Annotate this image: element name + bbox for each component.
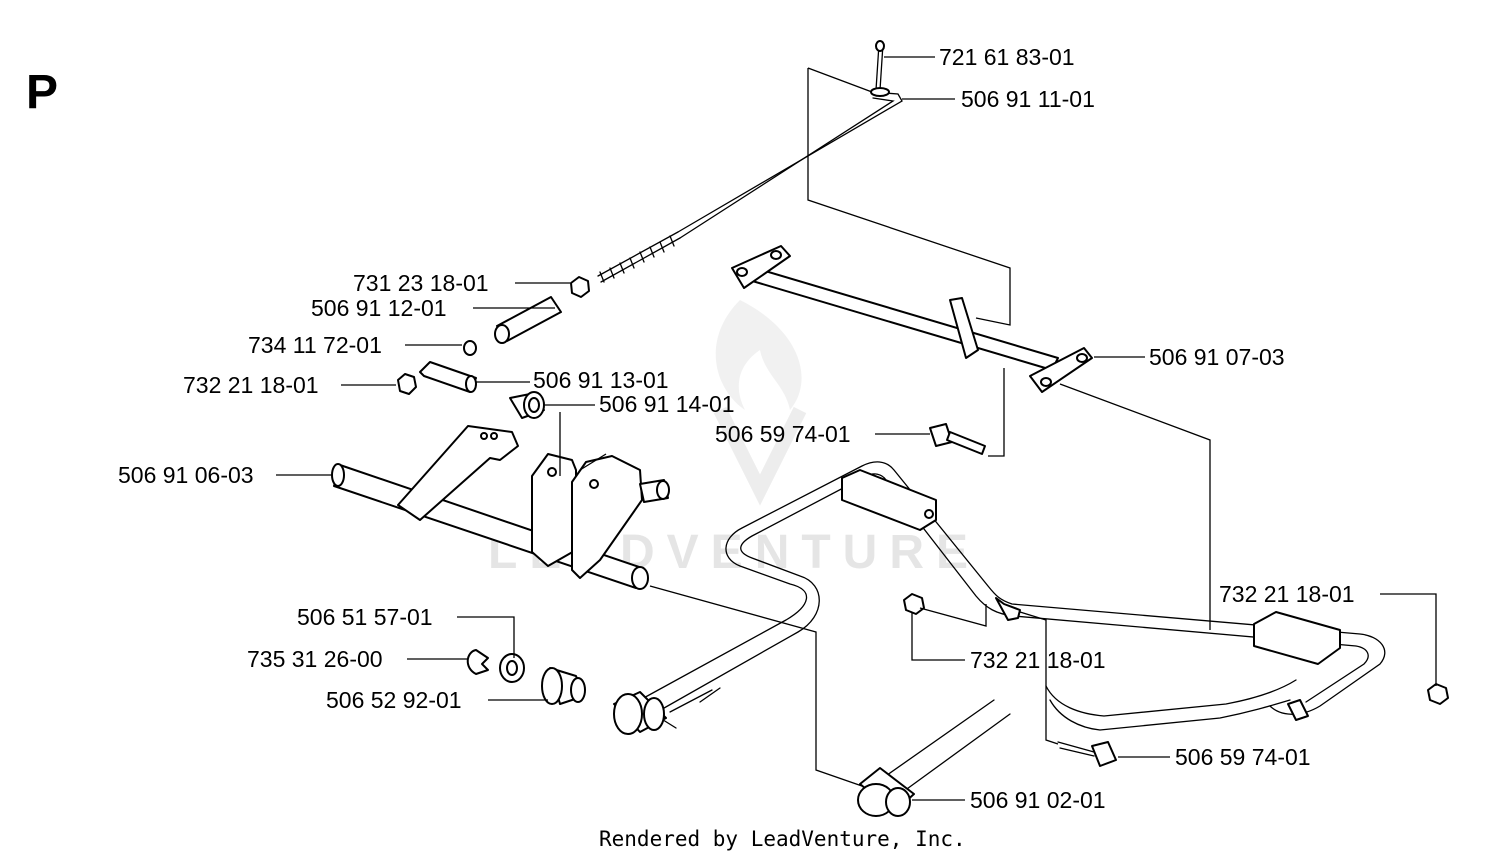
lock-nut bbox=[397, 373, 417, 395]
label-732-21-18-01-b: 732 21 18-01 bbox=[1219, 581, 1355, 607]
section-letter: P bbox=[26, 66, 58, 119]
label-506-91-06-03: 506 91 06-03 bbox=[118, 462, 254, 488]
label-506-91-11-01: 506 91 11-01 bbox=[961, 86, 1095, 112]
cotter-pin bbox=[875, 40, 885, 91]
axle-bracket bbox=[731, 245, 1093, 393]
pivot-pin bbox=[419, 361, 477, 393]
bushing bbox=[509, 391, 545, 419]
label-721-61-83-01: 721 61 83-01 bbox=[939, 44, 1075, 70]
axle-frame bbox=[639, 461, 1386, 795]
flat-washer-hole bbox=[506, 660, 518, 676]
label-735-31-26-00: 735 31 26-00 bbox=[247, 646, 383, 672]
pivot-shaft bbox=[331, 425, 670, 590]
flange-bushing bbox=[541, 667, 586, 705]
part-labels: 721 61 83-01 506 91 11-01 731 23 18-01 5… bbox=[118, 44, 1355, 813]
label-732-21-18-01-c: 732 21 18-01 bbox=[970, 647, 1106, 673]
shoulder-bolt-lower bbox=[1057, 741, 1117, 767]
washer bbox=[463, 340, 477, 356]
tube-bushing bbox=[857, 767, 915, 817]
label-506-91-02-01: 506 91 02-01 bbox=[970, 787, 1106, 813]
label-506-91-12-01: 506 91 12-01 bbox=[311, 295, 447, 321]
label-506-51-57-01: 506 51 57-01 bbox=[297, 604, 433, 630]
leader-lines bbox=[276, 56, 1437, 801]
label-506-91-07-03: 506 91 07-03 bbox=[1149, 344, 1285, 370]
label-506-91-13-01: 506 91 13-01 bbox=[533, 367, 669, 393]
lock-nut-center bbox=[903, 593, 925, 615]
jam-nut bbox=[570, 276, 590, 298]
footer-credit: Rendered by LeadVenture, Inc. bbox=[599, 827, 966, 851]
control-rod bbox=[597, 87, 903, 283]
label-732-21-18-01-a: 732 21 18-01 bbox=[183, 372, 319, 398]
spacer-tube bbox=[494, 296, 562, 344]
e-clip bbox=[466, 649, 489, 675]
label-506-52-92-01: 506 52 92-01 bbox=[326, 687, 462, 713]
label-734-11-72-01: 734 11 72-01 bbox=[248, 332, 382, 358]
label-731-23-18-01: 731 23 18-01 bbox=[353, 270, 489, 296]
label-506-59-74-01-b: 506 59 74-01 bbox=[1175, 744, 1311, 770]
axle-bushing bbox=[613, 691, 667, 735]
label-506-91-14-01: 506 91 14-01 bbox=[599, 391, 735, 417]
lock-nut-right bbox=[1427, 683, 1449, 705]
label-506-59-74-01-a: 506 59 74-01 bbox=[715, 421, 851, 447]
shoulder-bolt bbox=[929, 423, 986, 455]
